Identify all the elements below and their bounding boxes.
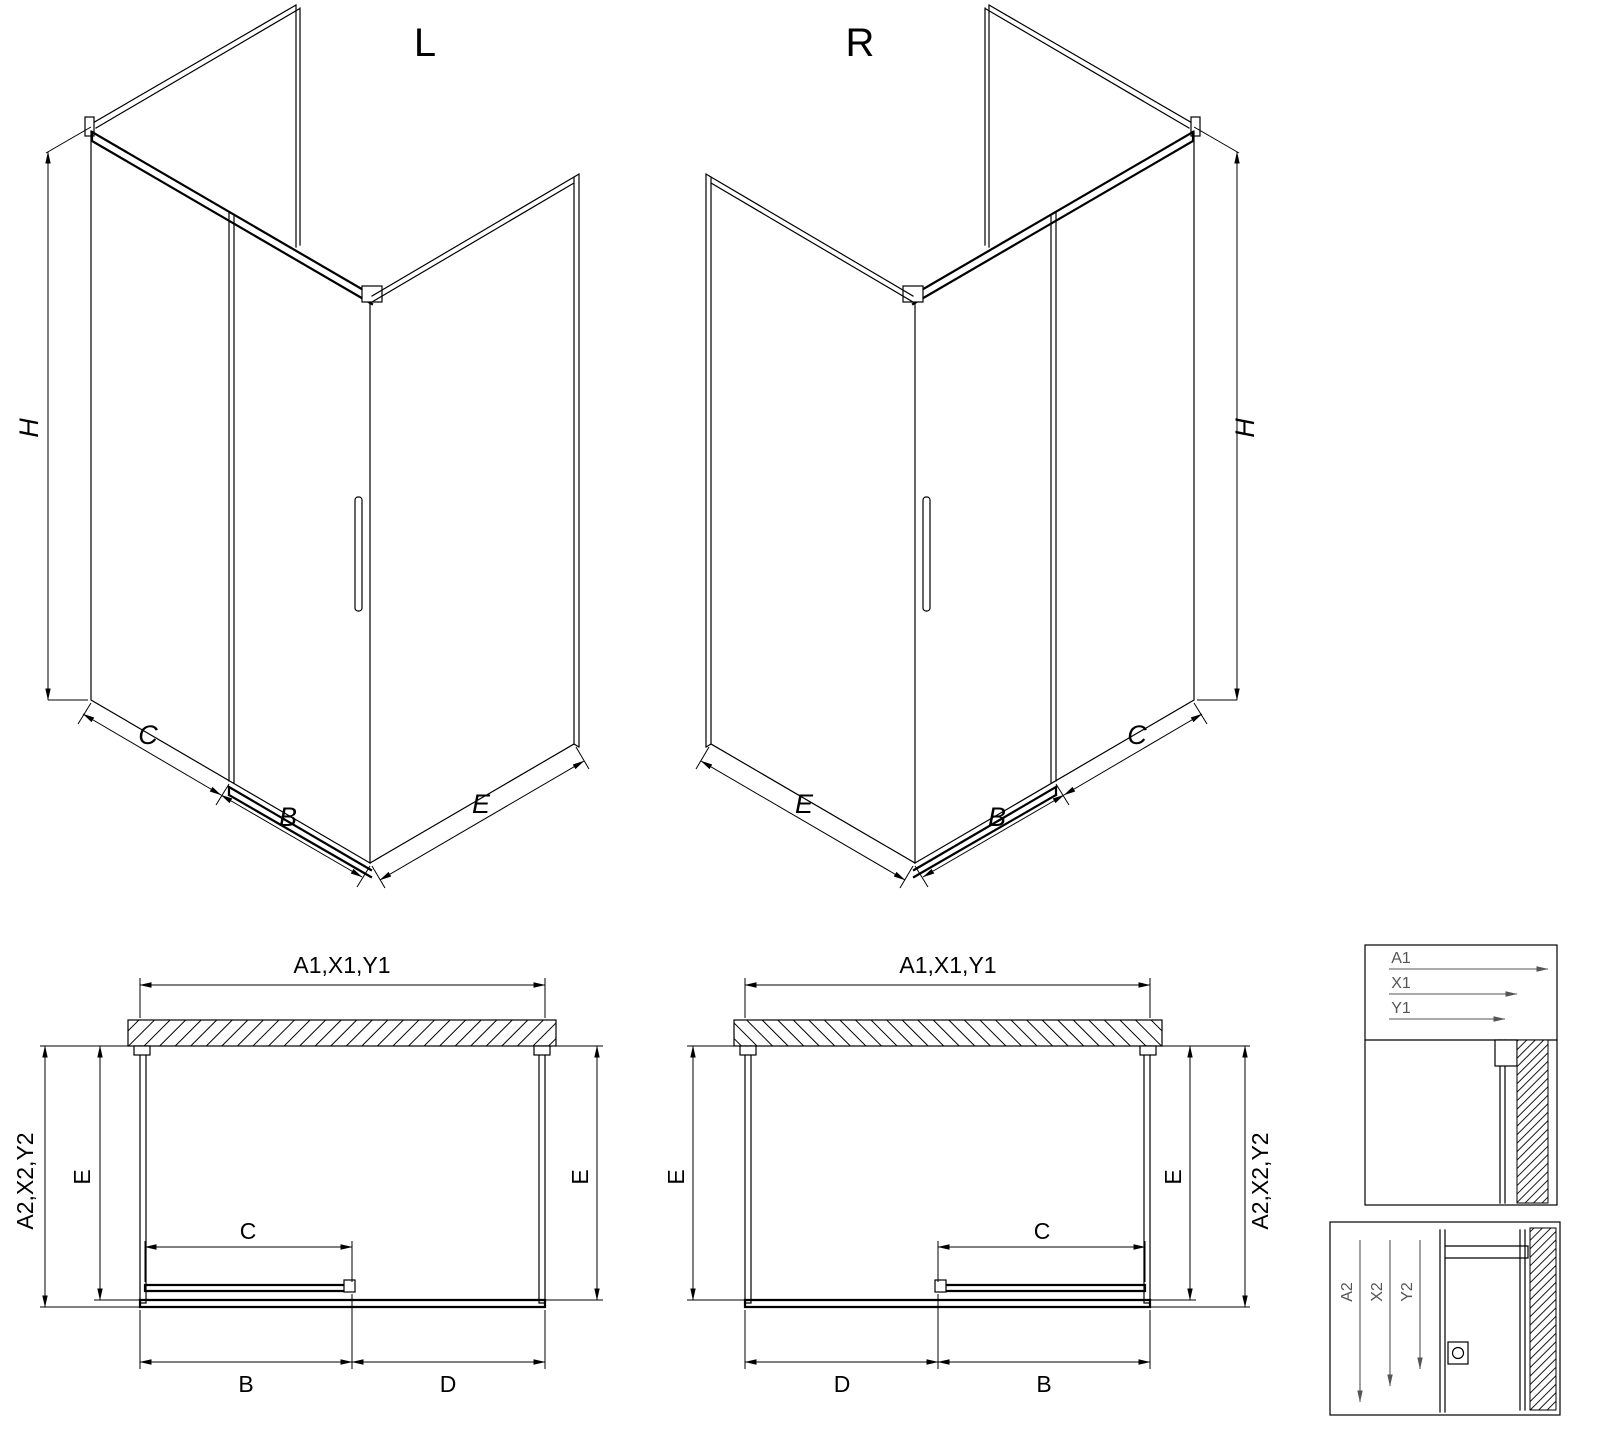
- wall-profile-back: [84, 116, 95, 137]
- door-handle: [354, 496, 363, 612]
- iso-right-dim-c-label: C: [1127, 720, 1147, 750]
- detail-bottom-a2-label: A2: [1339, 1282, 1356, 1302]
- corner-connector: [361, 285, 383, 303]
- side-panel-outline: [369, 173, 580, 864]
- ext-lines-top: [139, 978, 546, 1018]
- detail-bottom-header: [1444, 1245, 1529, 1259]
- dim-line-door: [220, 794, 363, 878]
- wall-mount-right: [533, 1045, 551, 1056]
- ext-lines-side: [371, 746, 590, 889]
- dim-line-side: [379, 760, 585, 881]
- ext-lines-bottom: [139, 1294, 546, 1369]
- plan-right-dim-b-label: B: [1036, 1371, 1051, 1397]
- detail-view-bottom: [1329, 1221, 1561, 1416]
- iso-right-title: R: [846, 21, 875, 65]
- iso-left-dim-c-label: C: [138, 720, 158, 750]
- bottom-track: [227, 785, 373, 879]
- iso-right-dim-b-label: B: [988, 802, 1006, 832]
- iso-right-dim-height-label: H: [1230, 418, 1260, 438]
- iso-left-dim-e-label: E: [472, 789, 491, 819]
- plan-right-dim-top-label: A1,X1,Y1: [899, 952, 996, 978]
- detail-top-y1-label: Y1: [1391, 1000, 1411, 1017]
- detail-top-wall: [1516, 1039, 1549, 1204]
- back-side-panel: [90, 4, 301, 248]
- ext-lines-depth-right: [545, 1045, 603, 1301]
- detail-bottom-x2-label: X2: [1369, 1282, 1386, 1302]
- plan-left-dim-e-right-label: E: [567, 1169, 593, 1184]
- sliding-door-plan: [143, 1283, 354, 1293]
- detail-top-x1-label: X1: [1391, 975, 1411, 992]
- wall-section: [127, 1019, 557, 1047]
- side-glass-panels: [139, 1045, 546, 1304]
- wall-mount-left: [133, 1045, 151, 1056]
- front-face-outline: [90, 130, 371, 865]
- plan-right-dim-e-right-label: E: [1160, 1169, 1186, 1184]
- plan-right-dim-depth-outer-label: A2,X2,Y2: [1247, 1132, 1273, 1229]
- front-track: [138, 1298, 547, 1309]
- plan-left-dim-depth-outer-label: A2,X2,Y2: [12, 1132, 38, 1229]
- detail-top-a1-label: A1: [1391, 950, 1411, 967]
- top-rail: [90, 130, 374, 306]
- detail-bottom-y2-label: Y2: [1399, 1282, 1416, 1302]
- plan-left-dim-b-label: B: [238, 1371, 253, 1397]
- detail-bottom-frame: [1329, 1221, 1561, 1416]
- plan-view-left-geometry: [40, 978, 603, 1369]
- dim-line-fixed-front: [82, 713, 222, 796]
- iso-right-dim-e-label: E: [795, 789, 814, 819]
- detail-bottom-roller-wheel: [1451, 1346, 1465, 1360]
- plan-right-dim-d-label: D: [834, 1371, 851, 1397]
- door-handle-plan: [343, 1279, 356, 1293]
- plan-left-dim-e-left-label: E: [69, 1169, 95, 1184]
- ext-lines-depth-left: [40, 1045, 140, 1308]
- plan-left-dim-d-label: D: [440, 1371, 457, 1397]
- detail-top-profile: [1494, 1039, 1518, 1067]
- plan-right-dim-e-left-label: E: [663, 1169, 689, 1184]
- ext-lines-front: [77, 702, 371, 888]
- detail-top-frame: [1364, 944, 1558, 1206]
- iso-left-title: L: [414, 21, 436, 65]
- detail-bottom-side-glass: [1519, 1229, 1526, 1411]
- iso-view-left-geometry: [45, 4, 590, 889]
- iso-view-right-geometry: [696, 5, 1239, 888]
- detail-view-top: [1364, 944, 1558, 1206]
- detail-top-glass: [1499, 1039, 1506, 1204]
- plan-left-dim-door-label: C: [240, 1218, 257, 1244]
- plan-left-dim-top-label: A1,X1,Y1: [293, 952, 390, 978]
- plan-right-dim-door-label: C: [1034, 1218, 1051, 1244]
- iso-left-dim-b-label: B: [279, 802, 297, 832]
- detail-bottom-wall: [1529, 1227, 1557, 1411]
- ext-lines-door: [144, 1241, 353, 1282]
- ext-lines-height: [45, 126, 92, 701]
- detail-bottom-door-glass: [1439, 1229, 1446, 1413]
- iso-left-dim-height-label: H: [14, 418, 44, 438]
- detail-bottom-roller-box: [1447, 1341, 1469, 1365]
